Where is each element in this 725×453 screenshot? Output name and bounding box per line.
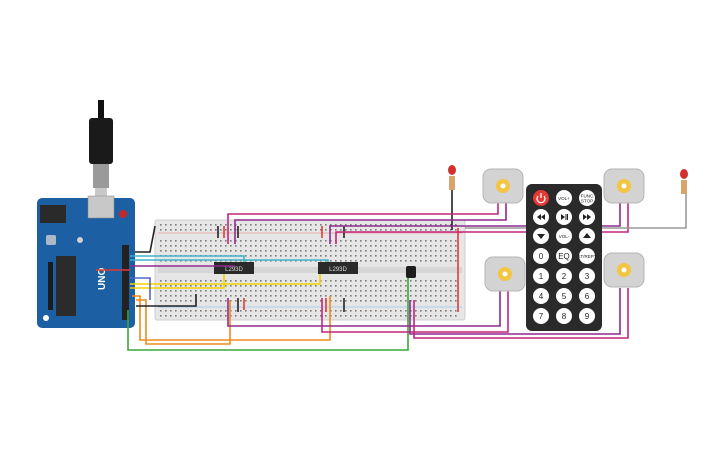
- down-arrow-button[interactable]: [533, 228, 549, 244]
- remote-button-4[interactable]: 4: [533, 288, 549, 304]
- ic-chip-label-left: L293D: [225, 267, 243, 273]
- remote-button-7[interactable]: 7: [533, 308, 549, 324]
- wire-magenta-top[interactable]: [227, 198, 499, 244]
- remote-button-label: ST/REPT: [577, 254, 596, 259]
- wire-purple-mid[interactable]: [329, 198, 621, 244]
- remote-button-label: 0: [539, 252, 544, 261]
- down-arrow-icon: [537, 234, 545, 239]
- remote-button-label: 9: [585, 312, 590, 321]
- up-arrow-icon: [583, 233, 591, 238]
- wire-purple-right[interactable]: [409, 288, 621, 335]
- wire-cyan-2[interactable]: [130, 259, 329, 262]
- remote-button-6[interactable]: 6: [579, 288, 595, 304]
- wire-black[interactable]: [135, 225, 156, 253]
- wire-yellow-2[interactable]: [130, 274, 225, 289]
- remote-button-vol-[interactable]: VOL+: [556, 190, 572, 206]
- ir-receiver: [406, 266, 416, 278]
- remote-button-vol-[interactable]: VOL-: [556, 228, 572, 244]
- dc-motor-2: [603, 168, 645, 204]
- wires: [96, 188, 687, 351]
- remote-button-label: 5: [562, 292, 567, 301]
- remote-button-9[interactable]: 9: [579, 308, 595, 324]
- remote-button-label: 2: [562, 272, 567, 281]
- up-arrow-button[interactable]: [579, 228, 595, 244]
- remote-button-label: 4: [539, 292, 544, 301]
- arduino-brand-text: UNO: [97, 268, 108, 290]
- dc-motor-3: [484, 256, 526, 292]
- ic-chip-right: L293D: [318, 262, 358, 274]
- wire-orange-2[interactable]: [136, 299, 231, 345]
- reset-button[interactable]: [119, 210, 127, 218]
- rewind-icon: [537, 214, 545, 220]
- wire-magenta-right[interactable]: [413, 288, 629, 339]
- ic-chip-label-right: L293D: [329, 267, 347, 273]
- rewind-button[interactable]: [533, 209, 549, 225]
- dc-motor-1: [482, 168, 524, 204]
- remote-button-label: 6: [585, 292, 590, 301]
- remote-button-5[interactable]: 5: [556, 288, 572, 304]
- led-left: [448, 165, 456, 190]
- remote-button-label: VOL-: [559, 234, 570, 239]
- wire-black-2[interactable]: [136, 294, 197, 307]
- remote-button-label: 1: [539, 272, 544, 281]
- fast-forward-button[interactable]: [579, 209, 595, 225]
- arduino-board: UNO: [37, 195, 135, 328]
- power-icon: [536, 193, 546, 204]
- power-button[interactable]: [533, 190, 549, 206]
- wire-magenta-low[interactable]: [321, 290, 509, 333]
- play-pause-button[interactable]: [556, 209, 572, 225]
- remote-button-eq[interactable]: EQ: [556, 248, 572, 264]
- remote-button-label: 8: [562, 312, 567, 321]
- dc-motor-4: [603, 252, 645, 288]
- motors: [482, 168, 645, 292]
- usb-cable: [89, 100, 113, 202]
- wire-yellow-1[interactable]: [130, 274, 321, 285]
- fast-forward-icon: [583, 214, 591, 220]
- remote-button-label: VOL+: [558, 196, 570, 201]
- led-right: [680, 169, 688, 194]
- wire-magenta-mid[interactable]: [335, 198, 629, 244]
- remote-button-label: 3: [585, 272, 590, 281]
- remote-button-st-rept[interactable]: ST/REPT: [577, 248, 597, 264]
- wire-purple-top[interactable]: [234, 198, 507, 244]
- wire-purple-low[interactable]: [227, 290, 501, 327]
- wire-green-1[interactable]: [127, 278, 409, 351]
- play-pause-icon: [561, 214, 568, 220]
- remote-button-label: 7: [539, 312, 544, 321]
- ic-chip-left: L293D: [214, 262, 254, 274]
- remote-button-1[interactable]: 1: [533, 268, 549, 284]
- remote-button-0[interactable]: 0: [533, 248, 549, 264]
- remote-button-3[interactable]: 3: [579, 268, 595, 284]
- wire-blue-1[interactable]: [130, 277, 151, 300]
- remote-button-label: EQ: [558, 252, 570, 261]
- remote-button-8[interactable]: 8: [556, 308, 572, 324]
- remote-button-2[interactable]: 2: [556, 268, 572, 284]
